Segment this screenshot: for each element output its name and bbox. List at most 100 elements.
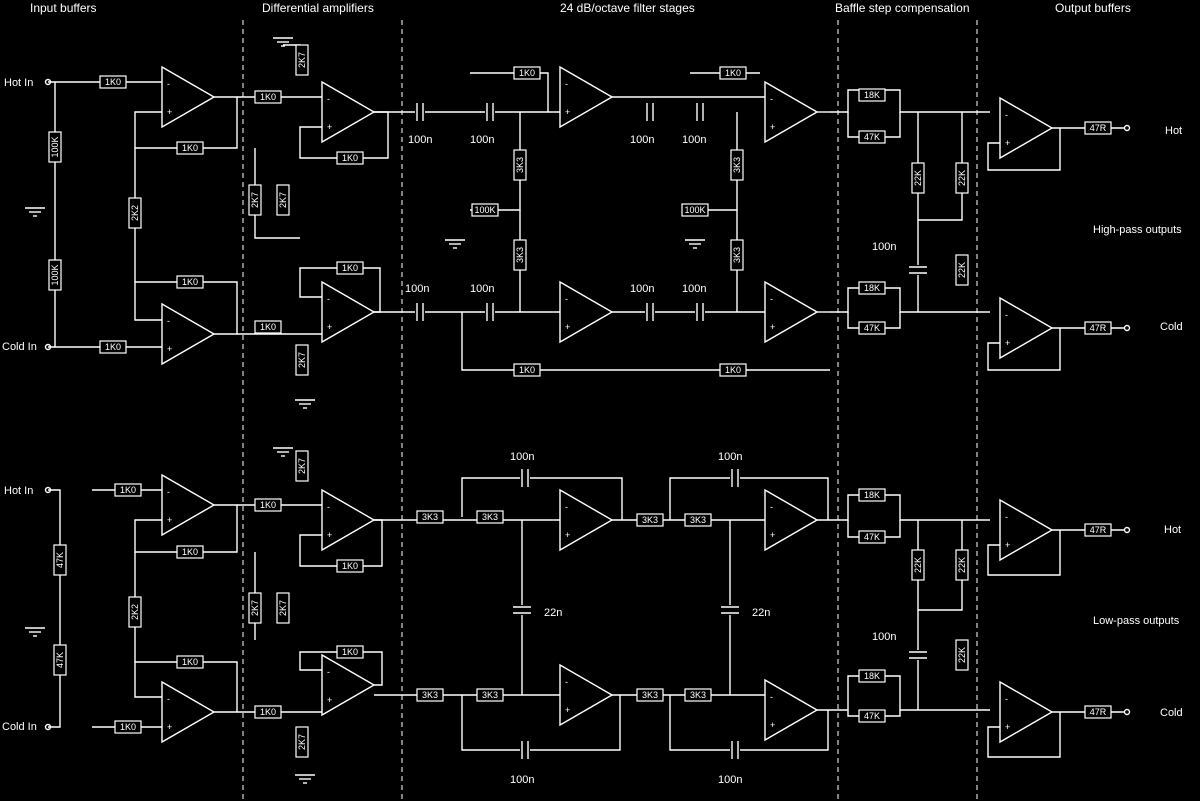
svg-text:+: + xyxy=(565,322,570,332)
svg-text:2K7: 2K7 xyxy=(297,352,307,368)
svg-text:-: - xyxy=(327,94,330,104)
svg-text:2K7: 2K7 xyxy=(297,734,307,750)
svg-text:1K0: 1K0 xyxy=(519,68,535,78)
filter-cold-hp-2: -+ xyxy=(764,280,819,344)
svg-text:+: + xyxy=(1005,138,1010,148)
svg-text:-: - xyxy=(565,677,568,687)
svg-text:2K2: 2K2 xyxy=(130,604,140,620)
section-headers: Input buffers Differential amplifiers 24… xyxy=(30,1,1131,15)
section-dividers xyxy=(242,20,978,801)
svg-text:47R: 47R xyxy=(1090,323,1107,333)
resistor: 47R xyxy=(1084,321,1112,335)
capacitor: 100n xyxy=(408,103,432,146)
svg-text:1K0: 1K0 xyxy=(342,561,358,571)
svg-text:-: - xyxy=(1005,310,1008,320)
ground-filter-hp-2 xyxy=(685,239,705,249)
svg-text:100n: 100n xyxy=(682,283,706,295)
capacitor: 100n xyxy=(872,631,927,660)
svg-text:-: - xyxy=(770,94,773,104)
svg-text:18K: 18K xyxy=(864,283,880,293)
svg-text:47K: 47K xyxy=(864,711,880,721)
svg-text:3K3: 3K3 xyxy=(515,247,525,263)
svg-text:-: - xyxy=(770,294,773,304)
output-buffer-hot-hp: -+ xyxy=(999,96,1054,160)
svg-text:+: + xyxy=(565,705,570,715)
svg-text:47R: 47R xyxy=(1090,123,1107,133)
resistor: 47K xyxy=(53,544,67,576)
capacitor: 100n xyxy=(510,741,534,786)
resistor: 1K0 xyxy=(513,66,541,80)
wire xyxy=(254,148,300,239)
svg-text:-: - xyxy=(327,667,330,677)
resistor: 22K xyxy=(955,162,969,194)
filter-hot-hp-2: -+ xyxy=(764,80,819,144)
svg-text:22K: 22K xyxy=(913,557,923,573)
cold-out-label-lp: Cold xyxy=(1160,707,1183,719)
resistor: 1K0 xyxy=(254,498,282,512)
resistor: 1K0 xyxy=(99,340,127,354)
svg-text:100n: 100n xyxy=(510,451,534,463)
svg-text:-: - xyxy=(565,79,568,89)
resistor: 1K0 xyxy=(114,483,142,497)
wire xyxy=(48,489,61,728)
svg-text:-: - xyxy=(1005,512,1008,522)
resistor: 1K0 xyxy=(336,645,364,659)
svg-text:22n: 22n xyxy=(544,607,562,619)
resistor: 1K0 xyxy=(176,545,204,559)
svg-text:47K: 47K xyxy=(55,652,65,668)
resistor: 1K0 xyxy=(336,559,364,573)
capacitor: 100n xyxy=(470,283,495,321)
resistor: 47K xyxy=(858,130,886,144)
svg-text:2K7: 2K7 xyxy=(278,600,288,616)
resistor: 3K3 xyxy=(684,688,712,702)
svg-text:+: + xyxy=(1005,722,1010,732)
diff-amp-hot-hp: -+ xyxy=(321,80,376,144)
svg-text:2K7: 2K7 xyxy=(250,192,260,208)
ground-input-top xyxy=(25,207,45,217)
svg-text:1K0: 1K0 xyxy=(260,92,276,102)
ground-diff-top xyxy=(273,37,293,47)
svg-text:47K: 47K xyxy=(864,132,880,142)
svg-text:1K0: 1K0 xyxy=(120,722,136,732)
resistor: 1K0 xyxy=(719,363,747,377)
svg-text:47R: 47R xyxy=(1090,525,1107,535)
svg-text:+: + xyxy=(327,695,332,705)
resistor: 3K3 xyxy=(684,513,712,527)
wire xyxy=(461,695,621,751)
wire xyxy=(669,477,829,520)
capacitor: 100n xyxy=(405,283,429,321)
cold-out-label-hp: Cold xyxy=(1160,321,1183,333)
resistor: 2K7 xyxy=(295,344,309,376)
resistor: 3K3 xyxy=(730,149,744,181)
resistor: 2K7 xyxy=(295,450,309,482)
resistor: 2K2 xyxy=(128,596,142,628)
svg-text:100n: 100n xyxy=(872,241,896,253)
svg-text:22K: 22K xyxy=(957,647,967,663)
capacitor: 100n xyxy=(470,103,495,146)
svg-text:1K0: 1K0 xyxy=(260,707,276,717)
resistor: 3K3 xyxy=(513,149,527,181)
wire xyxy=(830,287,990,313)
svg-text:18K: 18K xyxy=(864,90,880,100)
svg-text:+: + xyxy=(770,322,775,332)
resistor: 100K xyxy=(471,203,499,217)
svg-text:1K0: 1K0 xyxy=(260,322,276,332)
op-amps: -+-+-+-+-+-+-+-+-+-+-+-+-+-+-+-+-+-+-+-+ xyxy=(161,65,1054,744)
resistor: 1K0 xyxy=(254,705,282,719)
svg-text:-: - xyxy=(167,79,170,89)
filter-hot-hp-1: -+ xyxy=(559,65,614,129)
svg-text:1K0: 1K0 xyxy=(182,143,198,153)
svg-text:1K0: 1K0 xyxy=(342,153,358,163)
resistor: 2K7 xyxy=(248,592,262,624)
resistor: 18K xyxy=(858,488,886,502)
resistor: 1K0 xyxy=(336,261,364,275)
svg-text:100n: 100n xyxy=(510,774,534,786)
resistor: 47R xyxy=(1084,523,1112,537)
svg-text:+: + xyxy=(327,530,332,540)
wire xyxy=(987,128,1061,171)
wire xyxy=(669,695,829,751)
svg-text:100K: 100K xyxy=(474,205,495,215)
resistor: 1K0 xyxy=(254,90,282,104)
ground-diff-lp-top xyxy=(273,447,293,457)
resistor: 47K xyxy=(858,321,886,335)
